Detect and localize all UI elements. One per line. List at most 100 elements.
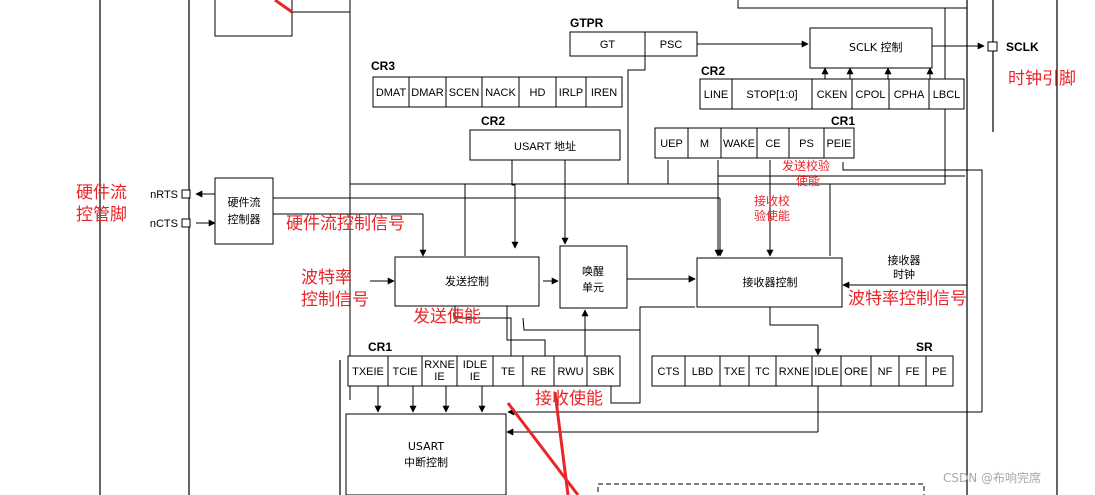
cr2-top-field-label: CPOL xyxy=(856,89,886,101)
cr1-bottom-field-label: TCIE xyxy=(392,366,417,378)
sclk-pin xyxy=(987,41,998,52)
hw-flow-label-2: 控制器 xyxy=(228,212,261,226)
cr3-field-box xyxy=(372,76,410,108)
wakeup-label-1: 唤醒 xyxy=(582,264,604,278)
nrts-pin xyxy=(181,189,191,199)
cr1-bottom-field-label: RWU xyxy=(557,366,583,378)
annotation-baud-right: 波特率控制信号 xyxy=(848,289,967,309)
nrts-pin-label: nRTS xyxy=(150,189,178,201)
cr2-top-title: CR2 xyxy=(701,64,725,78)
annotation-hw-flow-pin-2: 控管脚 xyxy=(76,205,127,225)
annotation-parity-tx-2: 使能 xyxy=(796,173,820,188)
register-titles: GTPR CR3 CR2 CR2 CR1 CR1 SR USART 地址 xyxy=(368,16,933,354)
irq-label-1: USART xyxy=(408,440,445,453)
irq-label-2: 中断控制 xyxy=(404,455,448,469)
cr3-field-label: DMAT xyxy=(376,87,407,99)
hw-flow-label-1: 硬件流 xyxy=(228,195,261,209)
cr2-top-field-label: LBCL xyxy=(933,89,961,101)
sr-field-label: RXNE xyxy=(779,366,810,378)
frame-lines xyxy=(99,0,1058,495)
usart-irq-block xyxy=(345,413,507,495)
sr-field-label: NF xyxy=(878,366,893,378)
cr3-field-label: SCEN xyxy=(449,87,480,99)
sr-field-label: IDLE xyxy=(814,366,838,378)
cr3-field-box xyxy=(518,76,557,108)
rx-control-label: 接收器控制 xyxy=(743,275,798,289)
sr-field-label: PE xyxy=(932,366,947,378)
sclk-control-block xyxy=(809,27,933,69)
gtpr-field-label: PSC xyxy=(660,39,683,51)
rx-clock-label-2: 时钟 xyxy=(893,267,915,281)
annotations: 时钟引脚 硬件流 控管脚 硬件流控制信号 波特率 控制信号 波特率控制信号 发送… xyxy=(76,69,1076,485)
annotation-baud-left-2: 控制信号 xyxy=(301,290,369,310)
cr3-field-label: IRLP xyxy=(559,87,583,99)
wiring xyxy=(195,0,985,495)
cr3-field-label: HD xyxy=(530,87,546,99)
rx-clock-label-1: 接收器 xyxy=(888,253,921,267)
annotation-parity-rx-1: 接收校 xyxy=(754,193,790,208)
gtpr-field-box xyxy=(569,31,646,57)
cr1-top-field-box xyxy=(823,127,855,159)
cr2-address-box xyxy=(469,129,621,161)
sr-field-label: FE xyxy=(905,366,919,378)
cr1-bottom-title: CR1 xyxy=(368,340,392,354)
blocks xyxy=(181,27,998,495)
cr1-bottom-field-label: RXNE xyxy=(424,359,455,371)
cr1-bottom-field-label: TE xyxy=(501,366,515,378)
cr2-addr-title: CR2 xyxy=(481,114,505,128)
sr-field-label: LBD xyxy=(692,366,713,378)
sr-field-box xyxy=(719,355,750,387)
cr2-top-field-box xyxy=(888,78,930,110)
annotation-rx-enable: 接收使能 xyxy=(535,388,603,409)
cr3-title: CR3 xyxy=(371,59,395,73)
cr1-bottom-field-box xyxy=(586,355,621,387)
cr1-bottom-field-box xyxy=(347,355,389,387)
cr1-top-field-label: M xyxy=(700,138,709,150)
annotation-parity-rx-2: 验使能 xyxy=(754,208,790,223)
cr3-field-box xyxy=(555,76,587,108)
tx-control-block xyxy=(394,256,540,307)
sr-field-label: TXE xyxy=(724,366,745,378)
cr1-bottom-field-label: SBK xyxy=(592,366,615,378)
sr-field-label: CTS xyxy=(658,366,680,378)
pin-labels: SCLK nRTS nCTS xyxy=(150,40,1039,230)
sr-field-label: ORE xyxy=(844,366,868,378)
cr1-bottom-field-box xyxy=(456,355,494,387)
tx-control-label: 发送控制 xyxy=(445,274,489,288)
cr2-top-field-box xyxy=(928,78,965,110)
cr3-field-label: IREN xyxy=(591,87,617,99)
cr1-top-field-box xyxy=(687,127,722,159)
cr1-bottom-field-label: RE xyxy=(531,366,546,378)
cr1-bottom-field-box xyxy=(387,355,423,387)
cr2-top-field-label: LINE xyxy=(704,89,728,101)
annotation-hw-flow-signal: 硬件流控制信号 xyxy=(286,214,405,234)
cr3-field-label: DMAR xyxy=(411,87,443,99)
cr2-top-field-label: CKEN xyxy=(817,89,848,101)
cr1-bottom-field-box xyxy=(522,355,555,387)
sclk-pin-label: SCLK xyxy=(1006,40,1039,54)
cr1-top-field-label: PEIE xyxy=(826,138,851,150)
annotation-parity-tx-1: 发送校验 xyxy=(782,158,830,173)
cr1-bottom-field-label: TXEIE xyxy=(352,366,384,378)
usart-address-label: USART 地址 xyxy=(514,139,576,153)
sr-field-box xyxy=(811,355,842,387)
cr2-top-field-box xyxy=(811,78,853,110)
wakeup-unit-block xyxy=(559,245,628,309)
cr1-bottom-field-label: IE xyxy=(434,371,444,383)
sr-field-label: TC xyxy=(755,366,770,378)
cr2-top-field-label: STOP[1:0] xyxy=(746,89,797,101)
sr-title: SR xyxy=(916,340,933,354)
annotation-hw-flow-pin-1: 硬件流 xyxy=(76,183,127,203)
cr2-top-field-box xyxy=(851,78,890,110)
annotation-baud-left-1: 波特率 xyxy=(301,268,352,288)
cr1-top-field-label: PS xyxy=(799,138,814,150)
cr3-field-box xyxy=(445,76,483,108)
cr1-top-field-box xyxy=(654,127,689,159)
sr-field-box xyxy=(898,355,927,387)
cr1-top-title: CR1 xyxy=(831,114,855,128)
cr1-top-field-box xyxy=(720,127,758,159)
rx-control-block xyxy=(696,257,843,308)
sr-field-box xyxy=(684,355,721,387)
annotation-clock-pin: 时钟引脚 xyxy=(1008,69,1076,89)
cr2-top-field-box xyxy=(699,78,733,110)
